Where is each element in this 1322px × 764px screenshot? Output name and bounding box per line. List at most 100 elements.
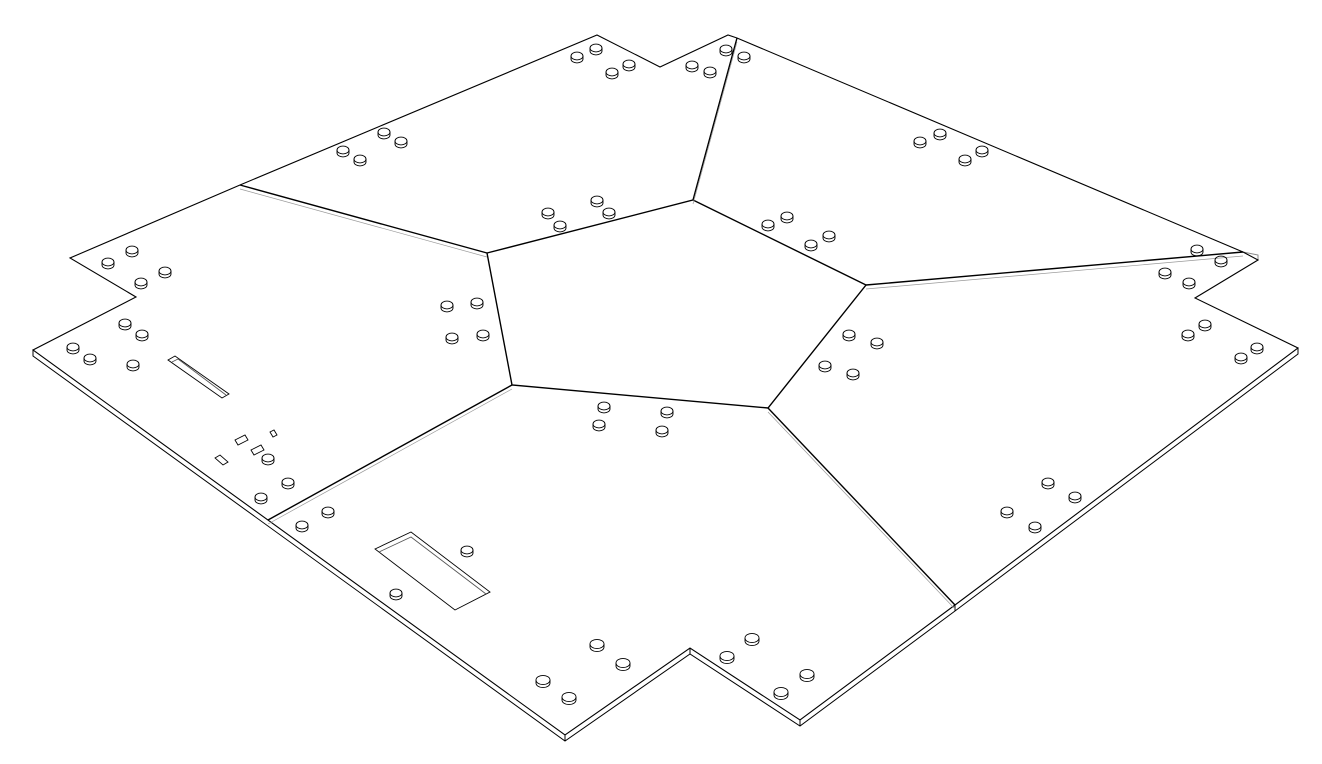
hole-16 (541, 207, 555, 217)
hole-wall-39 (818, 365, 832, 373)
hole-65 (744, 633, 760, 644)
hole-wall-36 (476, 334, 490, 342)
hole-24 (101, 257, 115, 267)
hole-17 (553, 220, 567, 230)
hole-wall-57 (281, 482, 295, 490)
large-slot (374, 531, 491, 611)
hole-wall-70 (389, 593, 403, 601)
hole-30 (66, 342, 80, 352)
hole-wall-33 (440, 305, 454, 313)
hole-52 (655, 425, 669, 435)
hole-wall-19 (602, 212, 616, 220)
hole-wall-47 (1234, 357, 1248, 365)
panel-thickness-edges (32, 251, 1299, 742)
hole-1 (589, 43, 603, 53)
hole-35 (445, 332, 459, 342)
hole-wall-0 (570, 56, 584, 64)
hole-36 (476, 329, 490, 339)
hole-wall-64 (561, 697, 577, 705)
hole-20 (761, 219, 775, 229)
hole-4 (685, 60, 699, 70)
hole-6 (719, 44, 733, 54)
hole-wall-7 (737, 56, 751, 64)
hole-wall-51 (592, 424, 606, 432)
large-slot-inner (378, 536, 487, 595)
hole-wall-14 (958, 159, 972, 167)
hole-67 (799, 669, 815, 680)
hole-45 (1181, 329, 1195, 339)
hole-13 (933, 128, 947, 138)
hole-55 (1000, 506, 1014, 516)
hole-0 (570, 51, 584, 61)
hole-46 (1198, 319, 1212, 329)
hole-14 (958, 154, 972, 164)
seam-shadow-0 (239, 188, 488, 258)
hole-wall-55 (1000, 511, 1014, 519)
hole-42 (1182, 277, 1196, 287)
hole-wall-52 (655, 430, 669, 438)
long-slot (167, 355, 230, 399)
seam-1 (692, 37, 738, 201)
center-pentagon (486, 199, 868, 409)
hole-wall-50 (660, 411, 674, 419)
hole-27 (158, 266, 172, 276)
hole-63 (535, 675, 551, 686)
hole-wall-58 (254, 497, 268, 505)
hole-28 (118, 318, 132, 328)
hole-wall-15 (975, 150, 989, 158)
hole-wall-71 (261, 458, 275, 466)
hole-wall-28 (118, 323, 132, 331)
hole-12 (913, 136, 927, 146)
hole-2 (605, 67, 619, 77)
hole-wall-11 (394, 141, 408, 149)
hole-wall-40 (846, 373, 860, 381)
hole-9 (353, 154, 367, 164)
hole-71 (261, 453, 275, 463)
hole-wall-61 (589, 644, 605, 652)
hole-58 (254, 492, 268, 502)
hole-7 (737, 51, 751, 61)
hole-wall-24 (101, 262, 115, 270)
hole-26 (134, 277, 148, 287)
hole-62 (615, 658, 631, 669)
hole-wall-8 (336, 150, 350, 158)
hole-wall-53 (1041, 482, 1055, 490)
mounting-holes (66, 43, 1264, 705)
seam-2 (865, 251, 1244, 286)
hole-22 (804, 239, 818, 249)
hole-wall-34 (470, 302, 484, 310)
small-slot-2 (214, 454, 229, 466)
hole-43 (1190, 244, 1204, 254)
hole-37 (842, 329, 856, 339)
seam-3 (767, 407, 956, 606)
hole-wall-56 (1028, 526, 1042, 534)
hole-wall-13 (933, 133, 947, 141)
hole-wall-23 (822, 235, 836, 243)
hole-23 (822, 230, 836, 240)
hole-66 (719, 651, 735, 662)
hole-41 (1158, 267, 1172, 277)
hole-39 (818, 360, 832, 370)
panel-outline (31, 34, 1300, 736)
hole-33 (440, 300, 454, 310)
hole-60 (321, 506, 335, 516)
small-slot-0 (234, 434, 249, 446)
hole-wall-32 (126, 364, 140, 372)
hole-wall-17 (553, 225, 567, 233)
hole-wall-29 (135, 334, 149, 342)
hole-25 (125, 245, 139, 255)
hole-51 (592, 419, 606, 429)
hole-3 (622, 59, 636, 69)
hole-15 (975, 145, 989, 155)
hole-wall-3 (622, 64, 636, 72)
hole-wall-48 (1250, 347, 1264, 355)
corner-edge (1242, 251, 1259, 260)
hole-wall-37 (842, 334, 856, 342)
hole-64 (561, 692, 577, 703)
hole-wall-69 (460, 550, 474, 558)
seam-4 (267, 384, 513, 521)
hole-40 (846, 368, 860, 378)
hole-54 (1068, 491, 1082, 501)
hole-wall-2 (605, 72, 619, 80)
